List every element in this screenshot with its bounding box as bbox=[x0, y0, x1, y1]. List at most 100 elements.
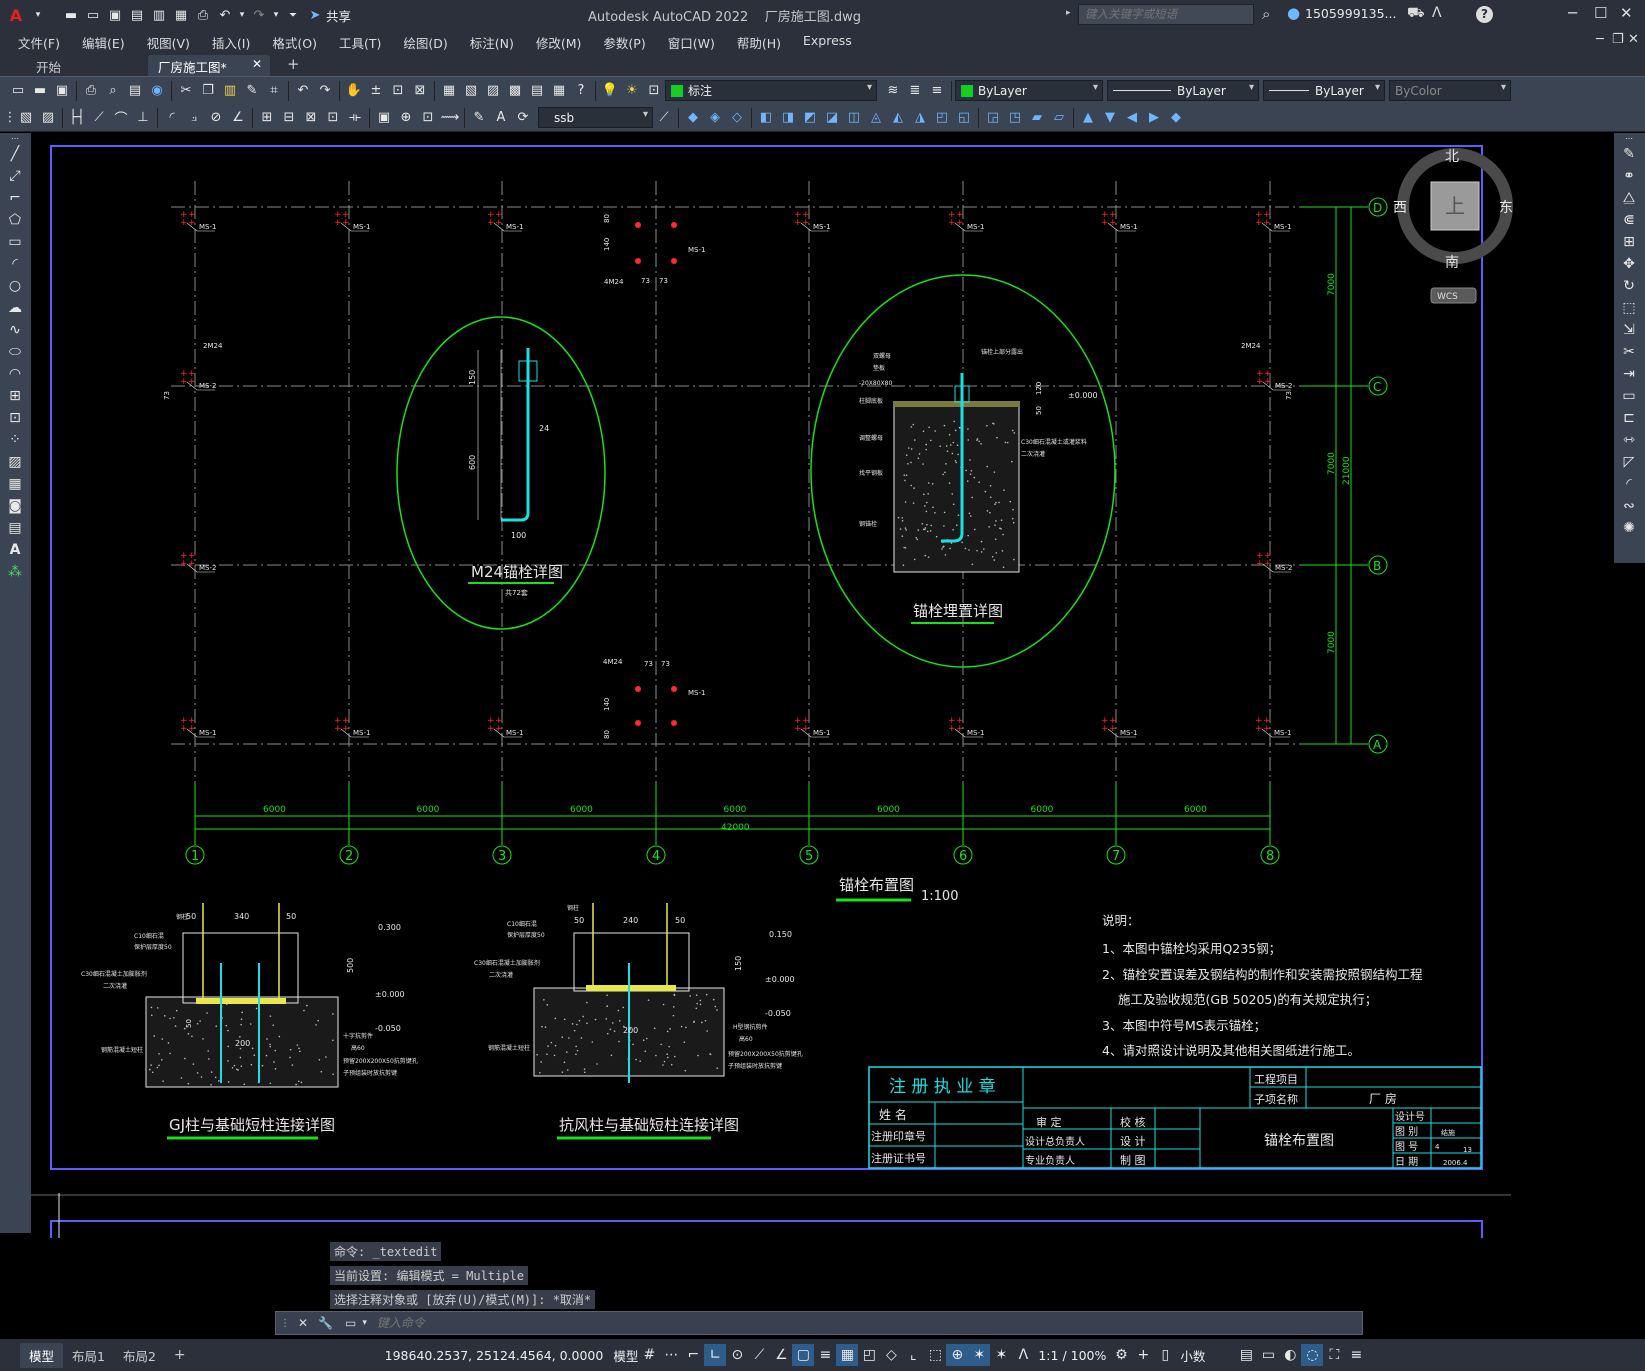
new-tab-button[interactable]: + bbox=[277, 53, 310, 74]
zoom-previous-icon[interactable]: ⊠ bbox=[410, 81, 430, 101]
center-mark-icon[interactable]: ⊕ bbox=[396, 108, 416, 128]
tab-layout1[interactable]: 布局1 bbox=[63, 1343, 114, 1368]
tab-start[interactable]: 开始 bbox=[26, 55, 146, 76]
sheet-set-icon[interactable]: ▩ bbox=[505, 81, 525, 101]
open-file-icon[interactable]: ▬ bbox=[30, 81, 50, 101]
selection-filter-icon[interactable]: ⬚ bbox=[924, 1344, 946, 1366]
explode-icon[interactable]: ✺ bbox=[1617, 517, 1641, 538]
qnew-icon[interactable]: ▭ bbox=[8, 81, 28, 101]
inspect-icon[interactable]: ⊡ bbox=[418, 108, 438, 128]
menu-item-7[interactable]: 标注(N) bbox=[459, 33, 525, 52]
drawing-canvas[interactable]: 12345678DCBA6000600060006000600060006000… bbox=[31, 133, 1614, 1238]
infer-icon[interactable]: ⌐ bbox=[682, 1344, 704, 1366]
snap-icon[interactable]: ⋯ bbox=[660, 1344, 682, 1366]
solid-c-icon[interactable]: ◇ bbox=[727, 108, 747, 128]
3d-c-icon[interactable]: ◩ bbox=[800, 108, 820, 128]
circle-icon[interactable]: ○ bbox=[3, 275, 27, 296]
dim-arc-icon[interactable]: ⌒ bbox=[111, 108, 131, 128]
redo-dropdown-icon[interactable]: ▾ bbox=[271, 5, 281, 25]
workspace-icon[interactable]: ⚙ bbox=[1110, 1344, 1132, 1366]
join-icon[interactable]: ⇿ bbox=[1617, 429, 1641, 450]
make-current-layer-icon[interactable]: ≋ bbox=[883, 81, 903, 101]
menu-item-0[interactable]: 文件(F) bbox=[7, 33, 71, 52]
extend-icon[interactable]: ⇥ bbox=[1617, 363, 1641, 384]
polyline-icon[interactable]: ⌐ bbox=[3, 187, 27, 208]
plotstyle-combo[interactable]: ByColor▾ bbox=[1389, 80, 1511, 101]
solid-a-icon[interactable]: ◆ bbox=[683, 108, 703, 128]
open-icon[interactable]: ▭ bbox=[83, 5, 103, 25]
3d-d-icon[interactable]: ◪ bbox=[822, 108, 842, 128]
save-web-icon[interactable]: ▦ bbox=[171, 5, 191, 25]
redo-icon[interactable]: ↷ bbox=[249, 5, 269, 25]
units-icon[interactable]: ▯ bbox=[1154, 1344, 1176, 1366]
clean-screen-icon[interactable]: ⛶ bbox=[1323, 1344, 1345, 1366]
auto-scale-icon[interactable]: ✶ bbox=[990, 1344, 1012, 1366]
dynamic-ucs-icon[interactable]: ⌞ bbox=[902, 1344, 924, 1366]
doc-restore-button[interactable]: ❐ bbox=[1612, 32, 1624, 47]
customize-status-icon[interactable]: ≡ bbox=[1345, 1344, 1367, 1366]
3d-h-icon[interactable]: ◮ bbox=[910, 108, 930, 128]
spline-icon[interactable]: ∿ bbox=[3, 319, 27, 340]
dim-linear-icon[interactable]: ├┤ bbox=[67, 108, 87, 128]
grid-icon[interactable]: # bbox=[638, 1344, 660, 1366]
move-icon[interactable]: ✥ bbox=[1617, 253, 1641, 274]
print-icon[interactable]: ⎙ bbox=[81, 81, 101, 101]
copy-object-icon[interactable]: ⚭ bbox=[1617, 165, 1641, 186]
pan-icon[interactable]: ✋ bbox=[344, 81, 364, 101]
publish-icon[interactable]: ▤ bbox=[125, 81, 145, 101]
dim-style-icon[interactable]: ⟋ bbox=[654, 108, 674, 128]
design-center-icon[interactable]: ▧ bbox=[461, 81, 481, 101]
3d-osnap-icon[interactable]: ◇ bbox=[880, 1344, 902, 1366]
model-space-toggle[interactable]: 模型 bbox=[613, 1346, 638, 1365]
layer-combo[interactable]: 标注▾ bbox=[665, 80, 877, 101]
zoom-window-icon[interactable]: ⊡ bbox=[388, 81, 408, 101]
dim-update-icon[interactable]: ⟳ bbox=[513, 108, 533, 128]
multiline-text-icon[interactable]: A bbox=[3, 539, 27, 560]
construction-line-icon[interactable]: ⤢ bbox=[3, 165, 27, 186]
array-icon[interactable]: ⊞ bbox=[1617, 231, 1641, 252]
gizmo-icon[interactable]: ⊕ bbox=[946, 1344, 968, 1366]
point-icon[interactable]: ⁘ bbox=[3, 429, 27, 450]
dim-diameter-icon[interactable]: ⊘ bbox=[206, 108, 226, 128]
break-icon[interactable]: ⊏ bbox=[1617, 407, 1641, 428]
save-file-icon[interactable]: ▣ bbox=[52, 81, 72, 101]
close-button[interactable]: ✕ bbox=[1620, 4, 1633, 22]
menu-item-3[interactable]: 插入(I) bbox=[201, 33, 261, 52]
properties-icon[interactable]: ▦ bbox=[439, 81, 459, 101]
revision-cloud-icon[interactable]: ☁ bbox=[3, 297, 27, 318]
selection-cycling-icon[interactable]: ◰ bbox=[858, 1344, 880, 1366]
help-tool-icon[interactable]: ? bbox=[571, 81, 591, 101]
polygon-icon[interactable]: ⬠ bbox=[3, 209, 27, 230]
search-input[interactable] bbox=[1078, 4, 1254, 25]
blend-curves-icon[interactable]: ∾ bbox=[1617, 495, 1641, 516]
rectangle-icon[interactable]: ▭ bbox=[3, 231, 27, 252]
match-properties-icon[interactable]: ✎ bbox=[242, 81, 262, 101]
annotation-visibility-icon[interactable]: ✶ bbox=[968, 1344, 990, 1366]
print-preview-icon[interactable]: ⌕ bbox=[103, 81, 123, 101]
offset-icon[interactable]: ⋐ bbox=[1617, 209, 1641, 230]
plot-icon[interactable]: ⎙ bbox=[193, 5, 213, 25]
ortho-icon[interactable]: ∟ bbox=[704, 1344, 726, 1366]
3d-r-icon[interactable]: ▶ bbox=[1144, 108, 1164, 128]
coordinates-readout[interactable]: 198640.2537, 25124.4564, 0.0000 bbox=[385, 1348, 604, 1363]
lock-ui-icon[interactable]: ▭ bbox=[1257, 1344, 1279, 1366]
3d-m-icon[interactable]: ▰ bbox=[1027, 108, 1047, 128]
break-at-point-icon[interactable]: ▭ bbox=[1617, 385, 1641, 406]
share-icon[interactable]: ➤ bbox=[305, 5, 325, 25]
menu-item-8[interactable]: 修改(M) bbox=[525, 33, 593, 52]
jogged-linear-icon[interactable]: ⟿ bbox=[440, 108, 460, 128]
cart-icon[interactable]: ⛟ bbox=[1407, 5, 1425, 23]
quick-properties-icon[interactable]: ▤ bbox=[1235, 1344, 1257, 1366]
lineweight-icon[interactable]: ≡ bbox=[814, 1344, 836, 1366]
minimize-button[interactable]: ─ bbox=[1568, 4, 1577, 22]
3d-a-icon[interactable]: ◧ bbox=[756, 108, 776, 128]
object-snap-tracking-icon[interactable]: ∠ bbox=[770, 1344, 792, 1366]
customize-command-icon[interactable]: 🔧 bbox=[318, 1316, 333, 1330]
command-input[interactable] bbox=[377, 1316, 1362, 1330]
tab-drawing[interactable]: 厂房施工图*✕ bbox=[148, 55, 270, 76]
lineweight-combo[interactable]: ByLayer▾ bbox=[1263, 80, 1385, 101]
tab-close-icon[interactable]: ✕ bbox=[252, 57, 262, 71]
maximize-button[interactable]: ☐ bbox=[1594, 4, 1607, 22]
arc-icon[interactable]: ◜ bbox=[3, 253, 27, 274]
stretch-icon[interactable]: ⇲ bbox=[1617, 319, 1641, 340]
